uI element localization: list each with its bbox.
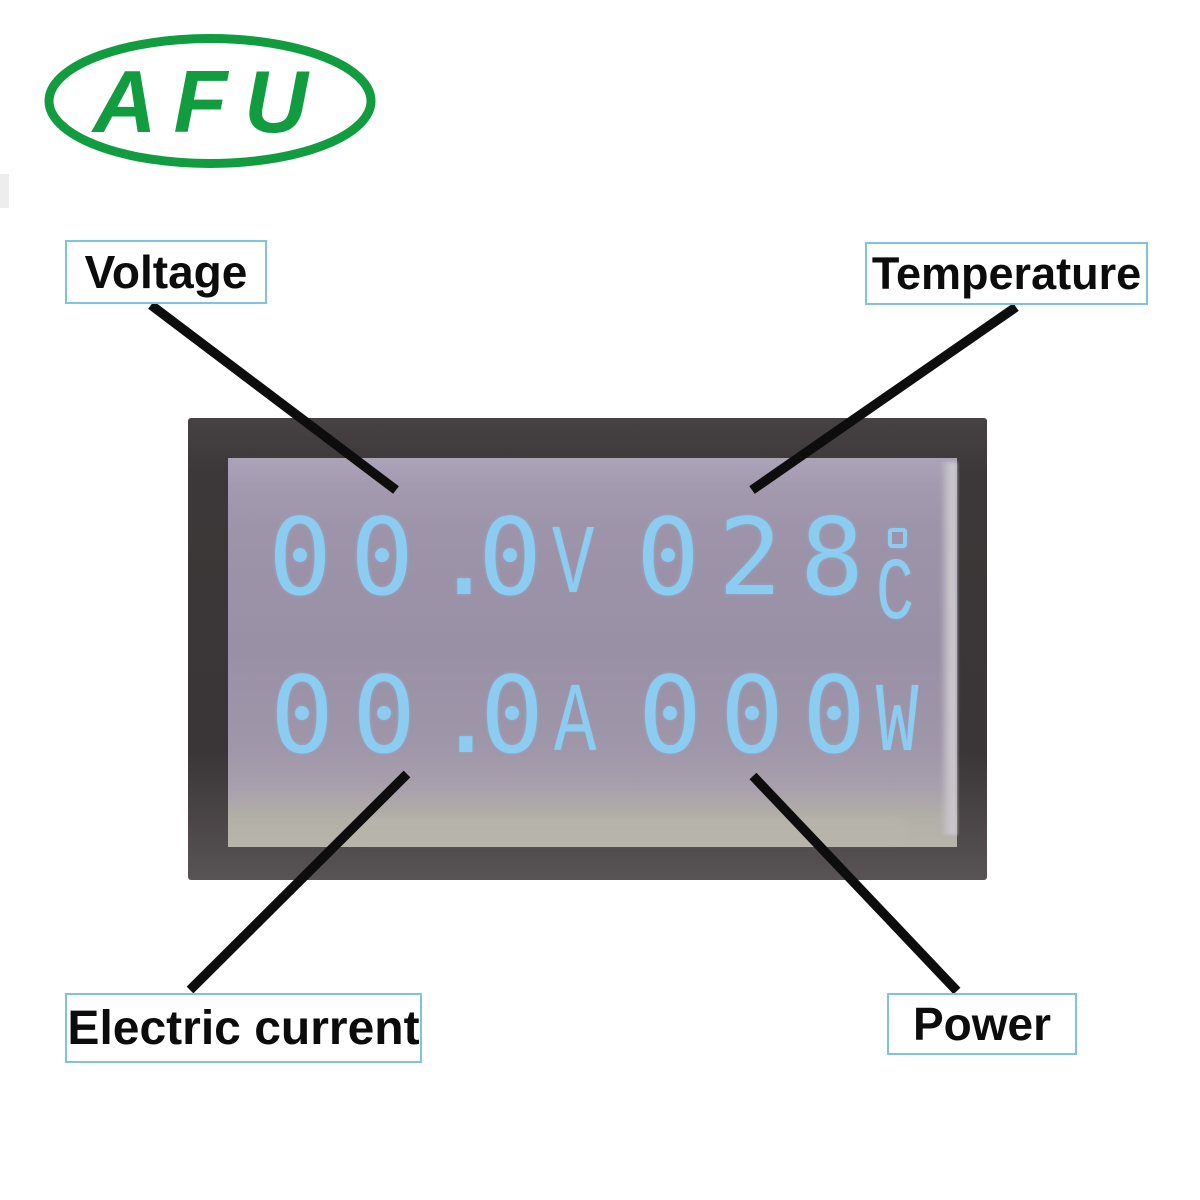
- power-label: Power: [887, 993, 1077, 1055]
- celsius-letter: C: [876, 546, 915, 645]
- scan-artifact: [0, 174, 9, 208]
- voltage-label: Voltage: [65, 240, 267, 304]
- temperature-label: Temperature: [865, 242, 1148, 305]
- lcd-reflection: [348, 817, 908, 841]
- lcd-char: 8: [800, 496, 864, 619]
- electric-current-label: Electric current: [65, 993, 422, 1063]
- degree-symbol: [888, 528, 907, 548]
- power-unit: W: [876, 669, 919, 780]
- lcd-char: 0: [720, 654, 784, 777]
- electric-current-label-text: Electric current: [67, 1001, 420, 1055]
- temperature-label-text: Temperature: [871, 247, 1142, 299]
- temperature-unit: C: [876, 514, 922, 640]
- lcd-char: 0: [270, 654, 334, 777]
- lcd-char: 0: [268, 496, 332, 619]
- lcd-char: 0: [638, 654, 702, 777]
- power-label-text: Power: [912, 998, 1052, 1050]
- afu-logo: AFU: [44, 34, 376, 168]
- lcd-glass-edge: [940, 462, 957, 836]
- lcd-char: .: [434, 654, 498, 777]
- lcd-char: 0: [350, 496, 414, 619]
- logo-oval: [44, 34, 376, 168]
- lcd-char: 2: [718, 496, 782, 619]
- current-unit: A: [554, 669, 597, 780]
- lcd-char: 0: [802, 654, 866, 777]
- lcd-char: 0: [636, 496, 700, 619]
- lcd-char: 0: [478, 496, 542, 619]
- lcd-char: 0: [352, 654, 416, 777]
- logo-text: AFU: [91, 52, 325, 151]
- voltage-unit: V: [552, 511, 595, 622]
- voltage-label-text: Voltage: [84, 246, 248, 298]
- lcd-char: .: [432, 496, 496, 619]
- lcd-char: 0: [480, 654, 544, 777]
